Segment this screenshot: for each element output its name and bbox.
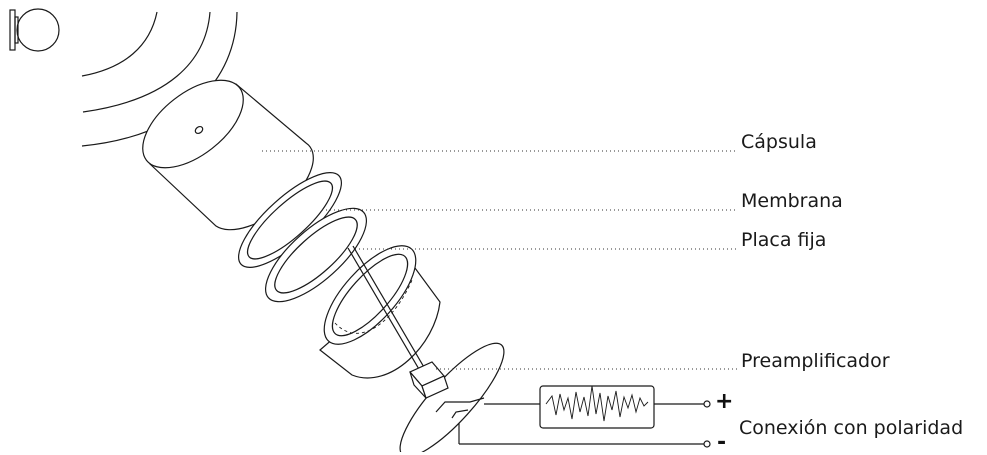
label-capsula: Cápsula — [741, 131, 817, 153]
leader-lines — [262, 150, 738, 370]
fixed-plate-ring — [264, 207, 368, 303]
output-wires — [458, 400, 711, 448]
body-cylinder — [319, 245, 441, 379]
label-placa-fija: Placa fija — [741, 229, 827, 251]
plus-sign: + — [715, 389, 734, 414]
label-preamplificador: Preamplificador — [741, 350, 890, 372]
label-membrana: Membrana — [741, 190, 843, 212]
minus-sign: - — [717, 430, 727, 455]
label-conexion: Conexión con polaridad — [739, 417, 964, 439]
preamplifier-box — [409, 361, 449, 399]
speaker-icon — [9, 8, 60, 52]
signal-waveform-icon — [539, 385, 655, 429]
